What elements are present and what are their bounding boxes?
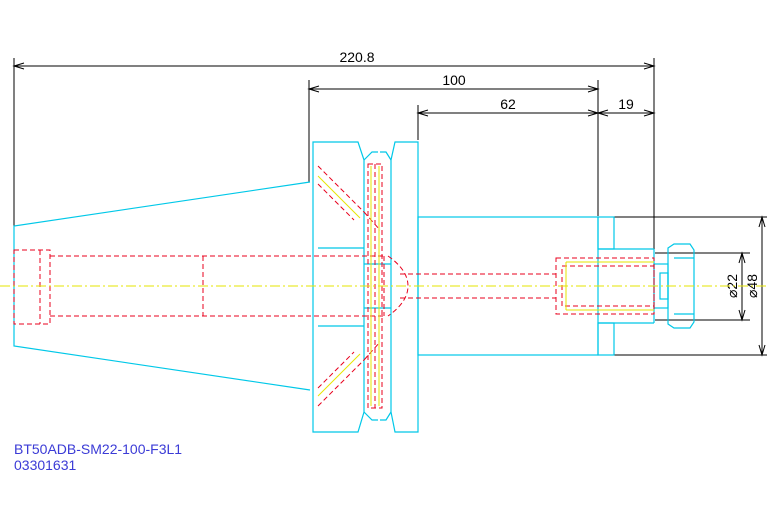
flange bbox=[312, 141, 419, 433]
yellow-thread-lines bbox=[317, 166, 654, 406]
dimension-bore-diameter: ⌀22 bbox=[655, 251, 750, 322]
dimension-gauge-length: 100 bbox=[307, 72, 600, 216]
nose-length-label: 19 bbox=[618, 96, 634, 112]
dimension-nose-length: 19 bbox=[596, 96, 656, 117]
dimension-body-length: 62 bbox=[416, 96, 600, 140]
part-number-label: BT50ADB-SM22-100-F3L1 bbox=[14, 441, 182, 457]
body-length-label: 62 bbox=[500, 96, 516, 112]
dimension-overall-length: 220.8 bbox=[12, 49, 656, 250]
part-code-label: 03301631 bbox=[14, 457, 77, 473]
overall-length-label: 220.8 bbox=[339, 49, 374, 65]
gauge-length-label: 100 bbox=[442, 72, 466, 88]
bore-diameter-label: ⌀22 bbox=[724, 274, 740, 298]
